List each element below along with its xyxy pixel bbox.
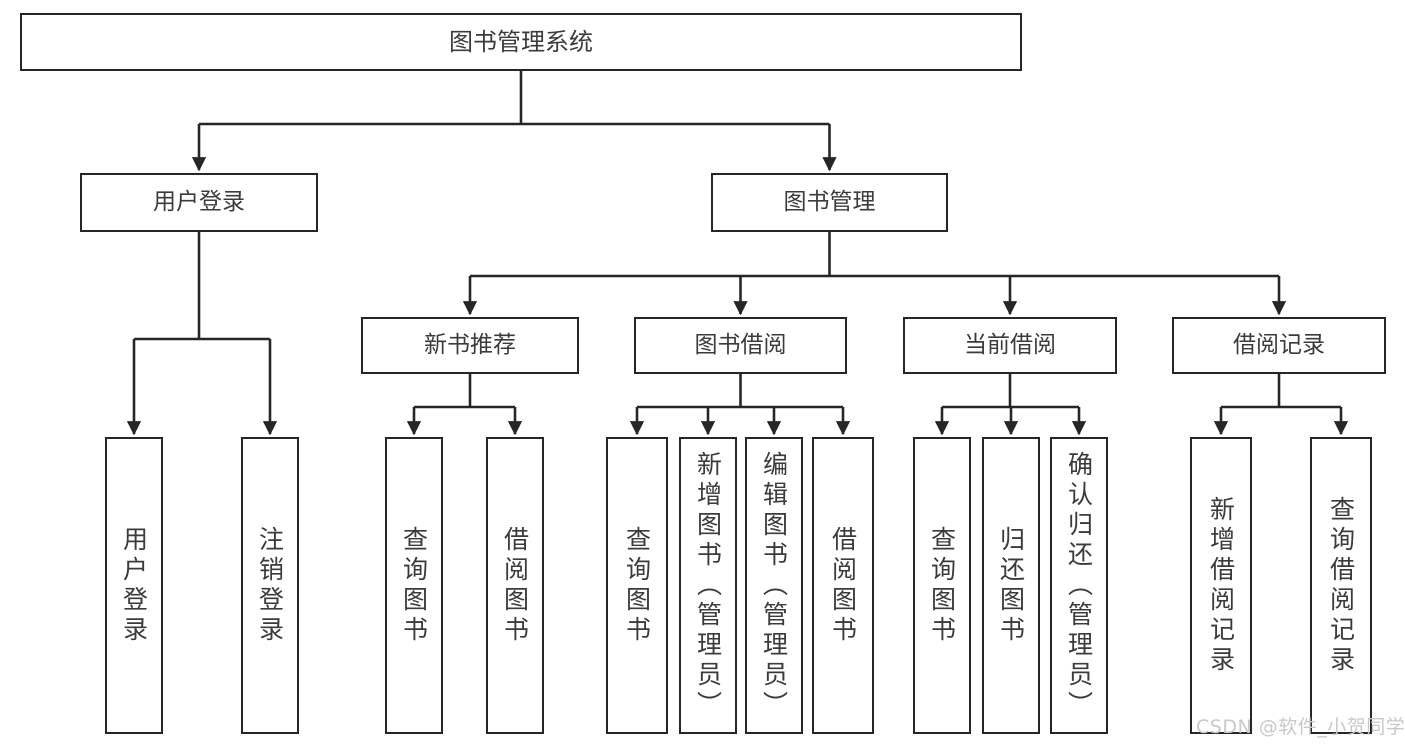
node-label-leaf-query-record: 查询借阅记录 <box>1326 495 1356 676</box>
node-label-leaf-query-book-2: 查询图书 <box>622 525 652 646</box>
node-label-leaf-add-record: 新增借阅记录 <box>1206 495 1236 676</box>
node-label-current-borrow: 当前借阅 <box>964 331 1056 358</box>
node-new-book-recommend[interactable]: 新书推荐 <box>361 317 579 374</box>
node-leaf-borrow-book-2[interactable]: 借阅图书 <box>812 437 874 734</box>
watermark-text: CSDN @软件_小贺同学 <box>1196 716 1405 738</box>
node-label-leaf-user-logout: 注销登录 <box>255 525 285 646</box>
node-user-login[interactable]: 用户登录 <box>80 173 318 232</box>
node-current-borrow[interactable]: 当前借阅 <box>903 317 1117 374</box>
node-root[interactable]: 图书管理系统 <box>20 13 1022 71</box>
node-label-book-manage: 图书管理 <box>783 188 876 215</box>
node-book-borrow[interactable]: 图书借阅 <box>634 317 847 374</box>
node-label-user-login: 用户登录 <box>153 188 245 215</box>
node-label-root: 图书管理系统 <box>449 27 593 56</box>
node-leaf-confirm-return[interactable]: 确认归还（管理员） <box>1050 437 1108 734</box>
node-book-manage[interactable]: 图书管理 <box>711 173 948 232</box>
node-leaf-query-book-3[interactable]: 查询图书 <box>913 437 971 734</box>
node-label-leaf-add-book: 新增图书（管理员） <box>693 450 723 721</box>
node-leaf-user-login[interactable]: 用户登录 <box>105 437 163 734</box>
node-label-leaf-edit-book: 编辑图书（管理员） <box>759 450 789 721</box>
node-leaf-return-book[interactable]: 归还图书 <box>982 437 1040 734</box>
node-label-leaf-borrow-book-1: 借阅图书 <box>500 525 530 646</box>
node-borrow-record[interactable]: 借阅记录 <box>1172 317 1386 374</box>
node-leaf-borrow-book-1[interactable]: 借阅图书 <box>486 437 544 734</box>
node-leaf-query-book-1[interactable]: 查询图书 <box>385 437 443 734</box>
node-label-borrow-record: 借阅记录 <box>1233 331 1325 358</box>
node-label-leaf-confirm-return: 确认归还（管理员） <box>1064 450 1094 721</box>
node-leaf-add-book[interactable]: 新增图书（管理员） <box>679 437 737 734</box>
node-label-leaf-query-book-3: 查询图书 <box>927 525 957 646</box>
node-leaf-query-book-2[interactable]: 查询图书 <box>606 437 668 734</box>
node-label-leaf-return-book: 归还图书 <box>996 525 1026 646</box>
node-leaf-edit-book[interactable]: 编辑图书（管理员） <box>745 437 803 734</box>
node-label-leaf-user-login: 用户登录 <box>119 525 149 646</box>
node-leaf-add-record[interactable]: 新增借阅记录 <box>1190 437 1252 734</box>
node-label-leaf-borrow-book-2: 借阅图书 <box>828 525 858 646</box>
node-leaf-user-logout[interactable]: 注销登录 <box>241 437 299 734</box>
node-label-leaf-query-book-1: 查询图书 <box>399 525 429 646</box>
node-label-book-borrow: 图书借阅 <box>694 331 787 358</box>
node-leaf-query-record[interactable]: 查询借阅记录 <box>1310 437 1372 734</box>
node-label-new-book-recommend: 新书推荐 <box>424 331 516 358</box>
